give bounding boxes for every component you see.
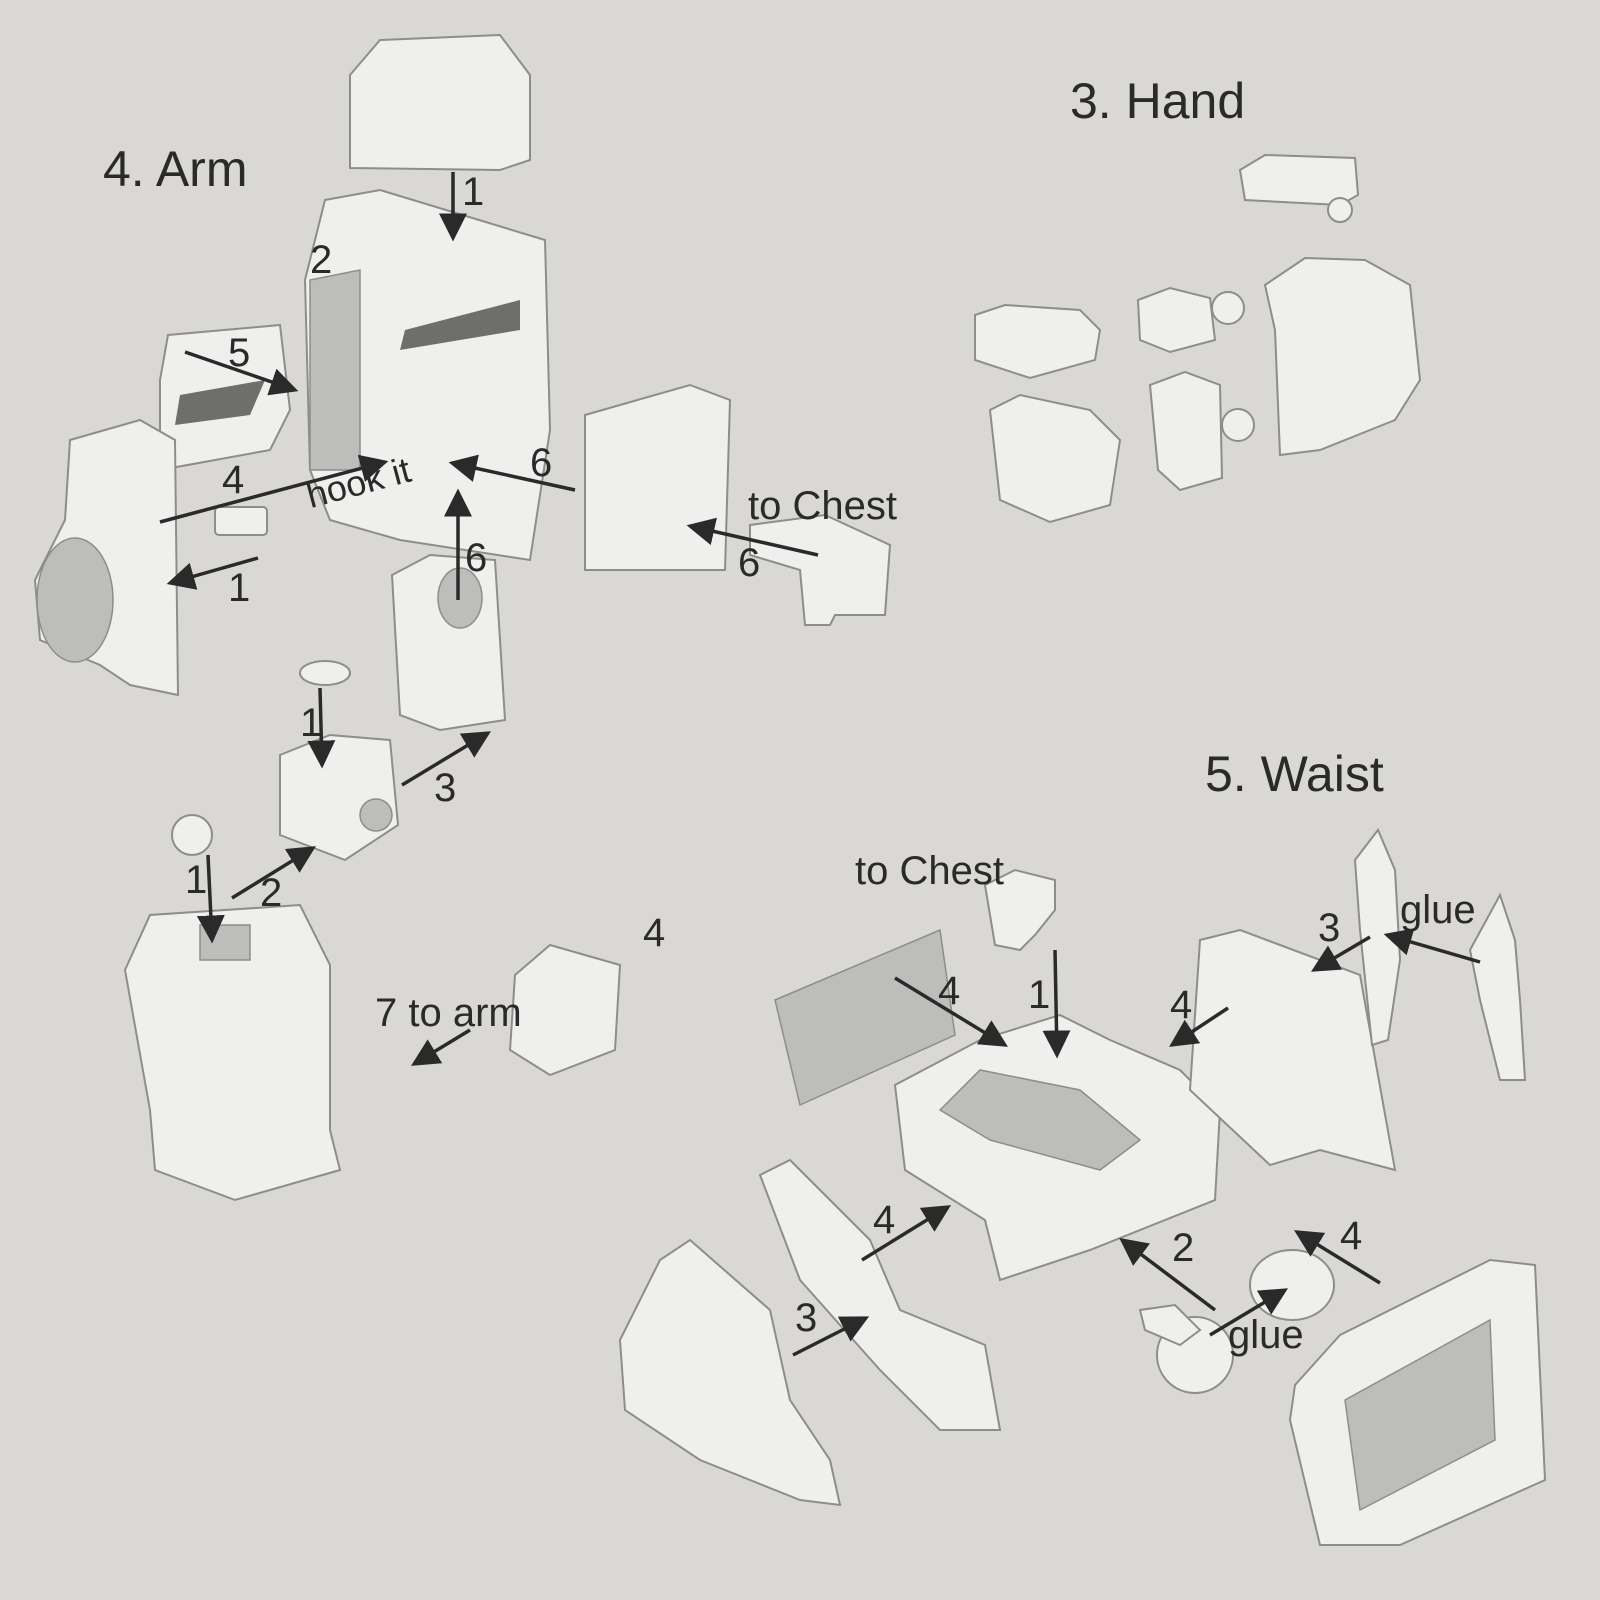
step-label: 3 (795, 1296, 818, 1340)
step-label: 4 (938, 969, 961, 1013)
hand-finger-1 (974, 303, 1102, 380)
arrow-waist-4-skirt (861, 1205, 951, 1262)
arrow-waist-3-top (1310, 935, 1371, 972)
arrow-arm-2 (231, 846, 316, 900)
step-label: 4 (873, 1198, 896, 1242)
section-title-waist: 5. Waist (1205, 746, 1384, 802)
hand-thumb (1238, 153, 1360, 207)
waist-ball-2 (1249, 1249, 1335, 1321)
section-title-arm: 4. Arm (103, 141, 248, 197)
step-label: 4 (1170, 983, 1193, 1027)
arm-elbow (508, 943, 622, 1077)
arm-ball (171, 814, 213, 856)
step-label: 1 (1028, 973, 1051, 1017)
step-label: 6 (738, 541, 761, 585)
glue-label: glue (1228, 1313, 1304, 1357)
arrow-waist-4-back (1294, 1230, 1381, 1285)
hand-finger-2 (988, 393, 1122, 524)
waist-blade-1 (1353, 828, 1402, 1047)
to-chest-label: to Chest (855, 849, 1004, 893)
arrow-arm-6-chest (686, 517, 819, 557)
waist-peg-top (983, 868, 1056, 952)
arrow-waist-glue-ball (1209, 1288, 1289, 1337)
to-chest-label: to Chest (748, 484, 897, 528)
arrow-waist-3-front (792, 1316, 870, 1357)
arrow-arm-6-right (448, 454, 576, 492)
waist-blade-2 (1468, 892, 1527, 1081)
waist-front-armor (618, 1238, 842, 1507)
step-label: 2 (260, 871, 283, 915)
step-label: 2 (1172, 1226, 1195, 1270)
waist-left-block (774, 928, 956, 1107)
step-label: 5 (228, 331, 251, 375)
arrow-arm-1-left (166, 556, 259, 590)
hand-palm (1263, 256, 1422, 457)
waist-parts (618, 828, 1547, 1546)
arm-parts (33, 33, 892, 1202)
assembly-arrows (159, 172, 1481, 1357)
glue-label: glue (1400, 888, 1476, 932)
to-arm-label: 7 to arm (375, 991, 522, 1035)
step-label: 3 (1318, 906, 1341, 950)
arrow-arm-1-ball (196, 854, 225, 944)
step-label: 4 (1340, 1214, 1363, 1258)
step-label: 3 (434, 766, 457, 810)
arrow-waist-4-left (894, 976, 1008, 1047)
arrow-waist-2 (1119, 1237, 1217, 1312)
step-label: 6 (465, 536, 488, 580)
section-title-hand: 3. Hand (1070, 73, 1246, 129)
step-label: 1 (185, 858, 208, 902)
waist-right-panel (1188, 928, 1397, 1172)
step-label: 4 (643, 911, 666, 955)
arm-top-cap (349, 33, 531, 172)
arrow-arm-5 (184, 350, 299, 396)
step-label: 1 (300, 701, 323, 745)
hand-knuckle-2 (1148, 370, 1224, 492)
arrow-waist-glue-top (1383, 928, 1481, 964)
hand-knuckle-1 (1136, 286, 1217, 354)
arrow-waist-1 (1042, 949, 1071, 1059)
step-label: 2 (310, 238, 333, 282)
hand-parts (974, 153, 1422, 524)
arm-side-block (584, 383, 732, 571)
arrow-arm-3 (401, 731, 491, 787)
arm-forearm (123, 903, 342, 1202)
arm-peg (299, 660, 351, 686)
arm-joint-block (279, 733, 400, 862)
step-label: 4 (222, 458, 245, 502)
step-label: 1 (228, 566, 251, 610)
arrow-arm-1-peg (307, 687, 336, 769)
step-label: 6 (530, 441, 553, 485)
arm-connector (749, 513, 892, 626)
arrow-arm-4 (159, 454, 389, 524)
step-label: 1 (462, 170, 485, 214)
arrow-waist-4-right (1169, 1006, 1229, 1047)
arrow-arm-7 (411, 1028, 471, 1066)
